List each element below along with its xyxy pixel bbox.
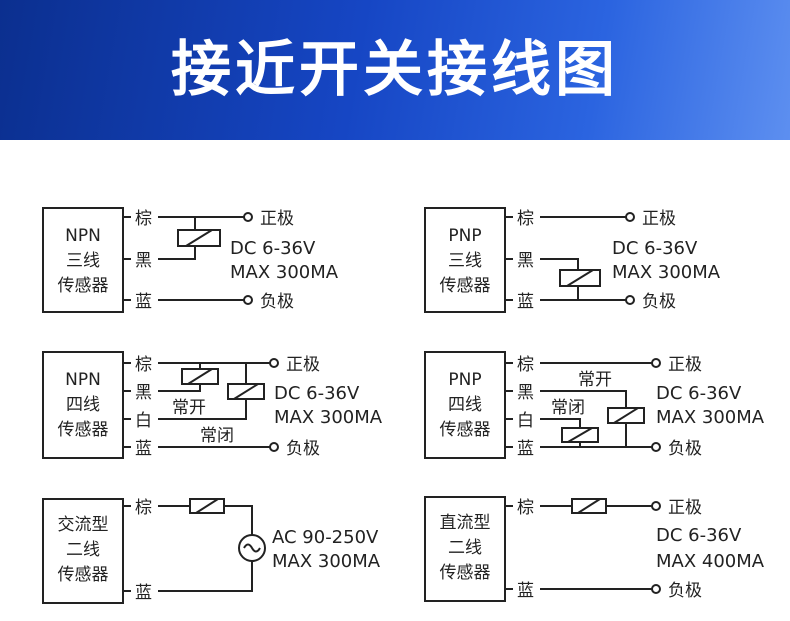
- positive-terminal: [625, 212, 635, 222]
- voltage-spec: DC 6-36V: [656, 383, 742, 404]
- pnp-four-wire-diagram: PNP 四线 传感器 棕 黑 白 蓝 正极 负极 常开 常闭 DC 6-36V …: [424, 351, 765, 459]
- voltage-spec: DC 6-36V: [274, 383, 360, 404]
- sensor-wires: 三线: [66, 251, 100, 271]
- ac-two-wire-diagram: 交流型 二线 传感器 棕 蓝 AC 90-250V MAX 300MA: [42, 498, 381, 604]
- negative-label: 负极: [668, 581, 702, 601]
- positive-label: 正极: [642, 209, 676, 229]
- current-spec: MAX 300MA: [656, 407, 765, 428]
- negative-terminal: [269, 442, 279, 452]
- sensor-label: 传感器: [440, 563, 491, 583]
- negative-terminal: [243, 295, 253, 305]
- positive-terminal: [651, 358, 661, 368]
- current-spec: MAX 400MA: [656, 551, 765, 572]
- sensor-wires: 四线: [66, 395, 100, 415]
- blue-wire-label: 蓝: [517, 292, 534, 312]
- brown-wire-label: 棕: [517, 209, 534, 229]
- sensor-box: [42, 351, 124, 459]
- sensor-type: PNP: [448, 370, 481, 390]
- sensor-box: [42, 498, 124, 604]
- load-symbol: [559, 269, 601, 287]
- white-wire-label: 白: [517, 411, 534, 431]
- sensor-box: [424, 496, 506, 602]
- black-wire-label: 黑: [135, 383, 152, 403]
- voltage-spec: DC 6-36V: [230, 238, 316, 259]
- black-wire-label: 黑: [517, 383, 534, 403]
- negative-label: 负极: [642, 292, 676, 312]
- npn-four-wire-diagram: NPN 四线 传感器 棕 黑 白 蓝 正极 负极 常开 常闭 DC 6-36V …: [42, 351, 383, 459]
- sensor-wires: 四线: [448, 395, 482, 415]
- positive-label: 正极: [260, 209, 294, 229]
- positive-label: 正极: [668, 498, 702, 518]
- negative-terminal: [651, 442, 661, 452]
- negative-label: 负极: [260, 292, 294, 312]
- brown-wire-label: 棕: [517, 498, 534, 518]
- current-spec: MAX 300MA: [612, 262, 721, 283]
- sensor-label: 传感器: [440, 420, 491, 440]
- sensor-type: 直流型: [440, 513, 491, 533]
- sensor-wires: 二线: [448, 538, 482, 558]
- positive-label: 正极: [286, 355, 320, 375]
- brown-wire-label: 棕: [517, 355, 534, 375]
- page-title: 接近开关接线图: [171, 35, 619, 105]
- black-wire-label: 黑: [517, 251, 534, 271]
- brown-wire-label: 棕: [135, 355, 152, 375]
- voltage-spec: AC 90-250V: [272, 527, 379, 548]
- sensor-box: [424, 351, 506, 459]
- positive-label: 正极: [668, 355, 702, 375]
- normally-open-label: 常开: [578, 370, 612, 390]
- sensor-type: NPN: [65, 226, 101, 246]
- ac-wave-icon: [243, 543, 261, 553]
- title-banner: 接近开关接线图: [0, 0, 790, 140]
- white-wire-label: 白: [135, 411, 152, 431]
- voltage-spec: DC 6-36V: [656, 525, 742, 546]
- positive-terminal: [243, 212, 253, 222]
- negative-terminal: [651, 584, 661, 594]
- normally-open-label: 常开: [172, 398, 206, 418]
- sensor-label: 传感器: [58, 276, 109, 296]
- black-wire-label: 黑: [135, 251, 152, 271]
- pnp-three-wire-diagram: PNP 三线 传感器 棕 黑 蓝 正极 负极 DC 6-36V MAX 300M…: [424, 207, 721, 313]
- brown-wire-label: 棕: [135, 498, 152, 518]
- positive-terminal: [269, 358, 279, 368]
- brown-wire-label: 棕: [135, 209, 152, 229]
- blue-wire-label: 蓝: [135, 583, 152, 603]
- sensor-type: PNP: [448, 226, 481, 246]
- negative-label: 负极: [286, 439, 320, 459]
- current-spec: MAX 300MA: [274, 407, 383, 428]
- sensor-type: NPN: [65, 370, 101, 390]
- blue-wire-label: 蓝: [135, 292, 152, 312]
- current-spec: MAX 300MA: [272, 551, 381, 572]
- negative-label: 负极: [668, 439, 702, 459]
- current-spec: MAX 300MA: [230, 262, 339, 283]
- blue-wire-label: 蓝: [135, 439, 152, 459]
- normally-closed-label: 常闭: [551, 398, 585, 418]
- positive-terminal: [651, 501, 661, 511]
- sensor-wires: 三线: [448, 251, 482, 271]
- sensor-wires: 二线: [66, 540, 100, 560]
- npn-three-wire-diagram: NPN 三线 传感器 棕 黑 蓝 正极 负极 DC 6-36V MAX 300M…: [42, 207, 339, 313]
- normally-closed-label: 常闭: [200, 426, 234, 446]
- dc-two-wire-diagram: 直流型 二线 传感器 棕 蓝 正极 负极 DC 6-36V MAX 400MA: [424, 496, 765, 602]
- load-symbol: [177, 229, 221, 247]
- sensor-label: 传感器: [440, 276, 491, 296]
- voltage-spec: DC 6-36V: [612, 238, 698, 259]
- blue-wire-label: 蓝: [517, 581, 534, 601]
- sensor-label: 传感器: [58, 565, 109, 585]
- negative-terminal: [625, 295, 635, 305]
- blue-wire-label: 蓝: [517, 439, 534, 459]
- sensor-type: 交流型: [58, 515, 109, 535]
- sensor-label: 传感器: [58, 420, 109, 440]
